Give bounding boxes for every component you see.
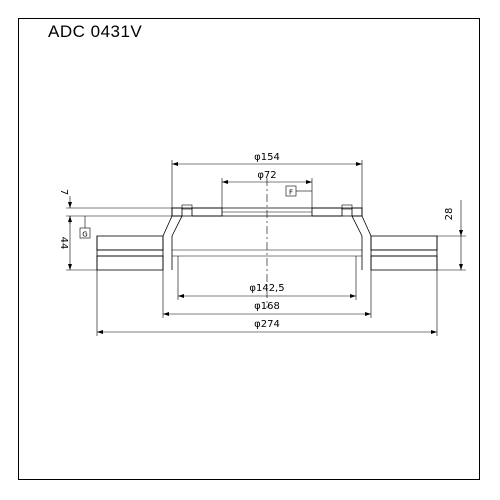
dim-7-label: 7	[58, 189, 69, 195]
dim-7: 7	[58, 189, 172, 224]
dim-168-label: φ168	[254, 301, 280, 312]
right-friction-ring	[370, 235, 438, 271]
dim-142-label: φ142,5	[249, 283, 284, 294]
dim-274-label: φ274	[254, 319, 280, 330]
dim-44-label: 44	[58, 237, 69, 250]
datum-f-label: F	[289, 189, 293, 197]
datum-g-label: G	[82, 231, 87, 239]
drawing-frame	[18, 18, 480, 480]
dim-154: φ154	[171, 152, 363, 208]
dim-28: 28	[437, 200, 466, 271]
hub-hat-section	[162, 204, 372, 270]
dim-168: φ168	[162, 270, 372, 318]
datum-g: G	[79, 216, 91, 239]
dim-72-label: φ72	[257, 170, 276, 181]
dim-274: φ274	[96, 270, 438, 336]
part-number-title: ADC 0431V	[48, 22, 143, 41]
dim-142: φ142,5	[177, 256, 357, 300]
dim-28-label: 28	[444, 208, 455, 221]
dim-72: φ72	[221, 170, 313, 208]
left-friction-ring	[96, 235, 164, 271]
dim-154-label: φ154	[254, 152, 280, 163]
datum-f: F	[285, 185, 312, 197]
dim-44: 44	[58, 216, 97, 271]
